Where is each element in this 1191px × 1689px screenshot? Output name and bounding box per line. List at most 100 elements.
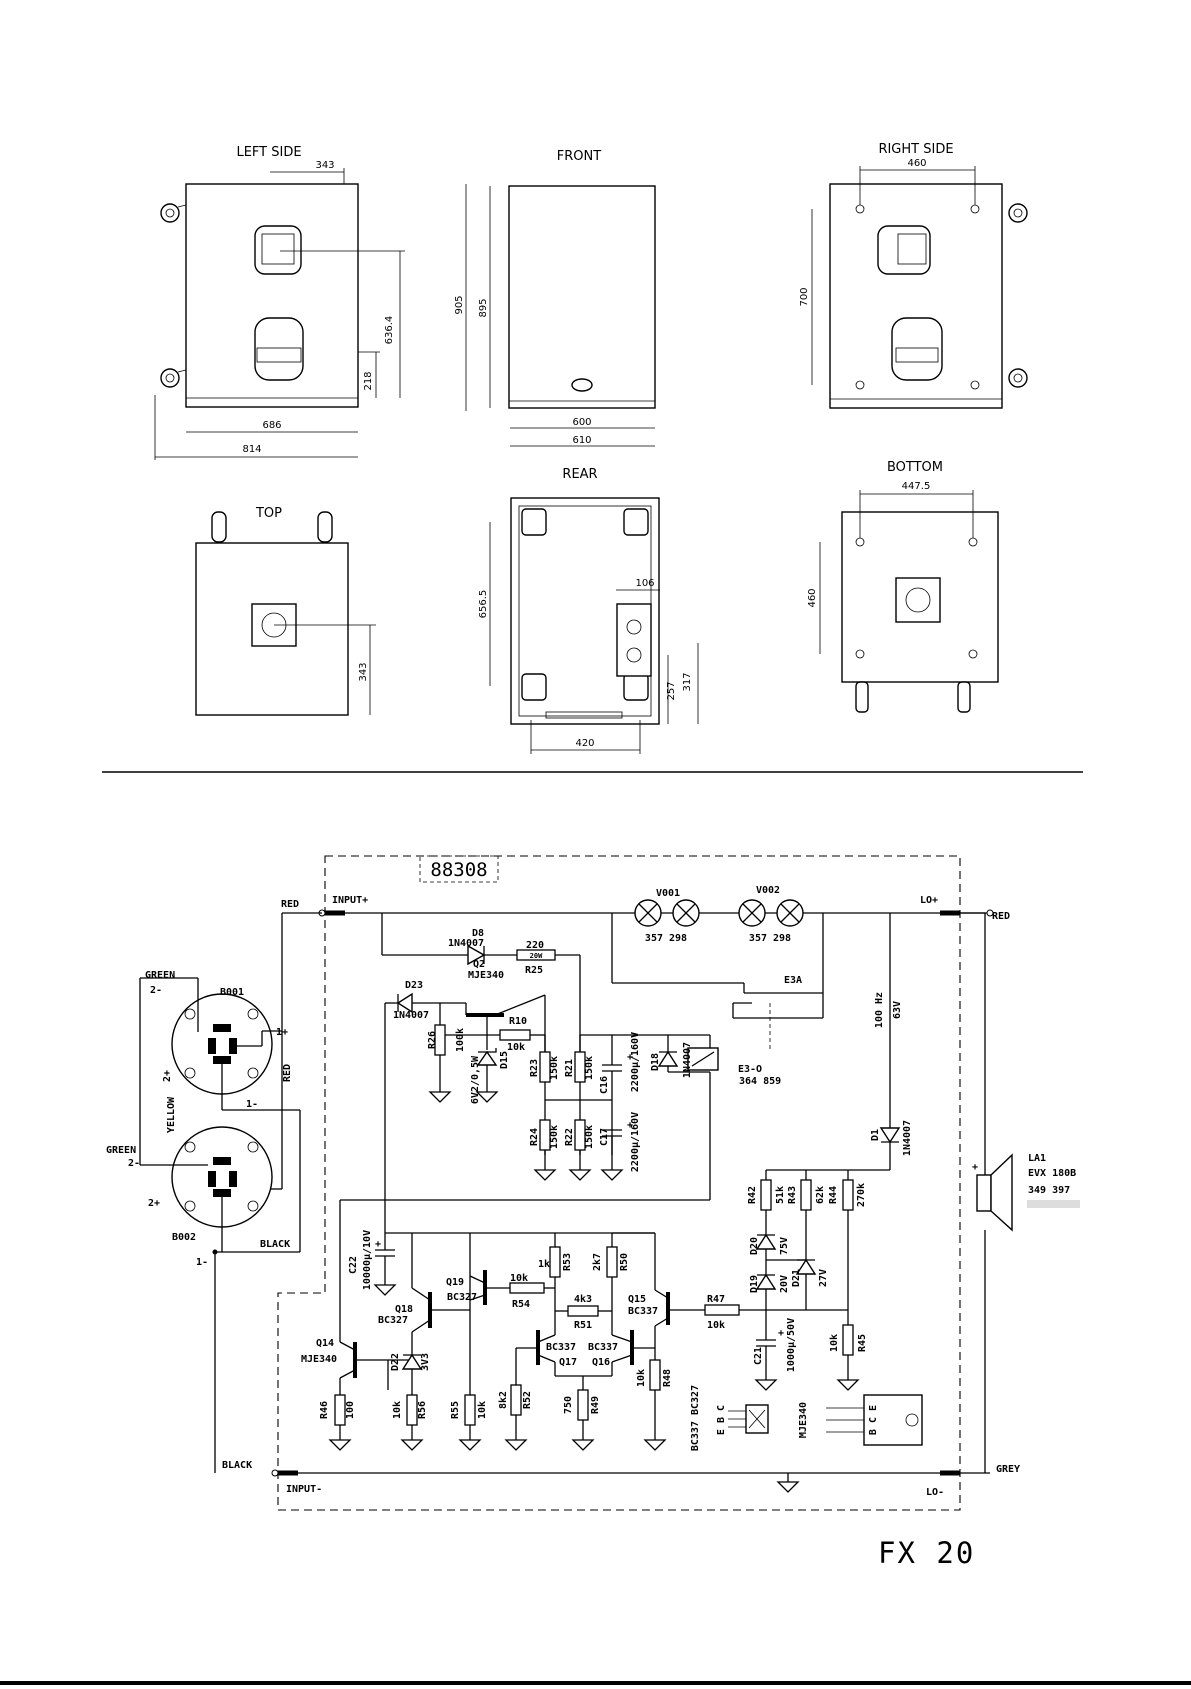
r48-value: 10k: [636, 1369, 647, 1387]
pinout-large-pins: B C E: [868, 1405, 879, 1435]
r51-value: 4k3: [574, 1294, 592, 1305]
d19-value: 20V: [779, 1275, 790, 1293]
r43-value: 62k: [815, 1186, 826, 1204]
q18-type: BC327: [378, 1315, 408, 1326]
r48-label: R48: [662, 1369, 673, 1387]
model-name: FX 20: [878, 1536, 976, 1570]
q2-label: Q2: [473, 959, 485, 970]
top-view: TOP 343: [195, 506, 376, 716]
d15-label: D15: [499, 1051, 510, 1069]
r21-value: 150k: [584, 1056, 595, 1080]
pin-2-plus-a: 2+: [162, 1070, 173, 1082]
r26-value: 100k: [455, 1028, 466, 1052]
r25-watt: 20W: [530, 952, 543, 960]
pinout-small-pins: E B C: [716, 1405, 727, 1435]
pin-1-plus: 1+: [276, 1027, 288, 1038]
q16-type: BC337: [588, 1342, 618, 1353]
wire-grey: GREY: [996, 1464, 1020, 1475]
q14-type: MJE340: [301, 1354, 337, 1365]
r45-label: R45: [857, 1334, 868, 1352]
r10-label: R10: [509, 1016, 527, 1027]
r43-label: R43: [787, 1186, 798, 1204]
front-view: FRONT 905 895 600 610: [454, 149, 656, 447]
rear-title: REAR: [562, 467, 597, 482]
r54-label: R54: [512, 1299, 530, 1310]
r25-value: 220: [526, 940, 544, 951]
dim-rear-317: 317: [682, 672, 693, 691]
r44-value: 270k: [856, 1183, 867, 1207]
c16-label: C16: [599, 1076, 610, 1094]
la1-parts: 349 397: [1028, 1185, 1070, 1196]
c17-label: C17: [599, 1128, 610, 1146]
r44-label: R44: [828, 1186, 839, 1204]
dim-top-343: 343: [358, 662, 369, 681]
left-side-view: LEFT SIDE 343 636.4 218 686 814: [154, 145, 405, 460]
dim-right-460: 460: [907, 158, 926, 169]
dim-left-343: 343: [315, 160, 334, 171]
la1-type: EVX 180B: [1028, 1168, 1076, 1179]
d22-value: 3V3: [420, 1353, 431, 1371]
q17-label: Q17: [559, 1357, 577, 1368]
wire-red-top: RED: [281, 899, 299, 910]
schematic: 88308 INPUT+ LO+ RED RED INPUT- LO- BLAC…: [106, 855, 1080, 1511]
connector-b001-label: B001: [220, 987, 244, 998]
dim-left-636: 636.4: [384, 316, 395, 345]
lamp-v002-parts: 357 298: [749, 933, 791, 944]
e3o-label: E3-O: [738, 1064, 762, 1075]
r52-label: R52: [522, 1391, 533, 1409]
c17-value: 2200μ/160V: [630, 1112, 641, 1172]
wire-green-left: GREEN: [106, 1145, 136, 1156]
wire-black-left: BLACK: [260, 1239, 290, 1250]
r47-value: 10k: [707, 1320, 725, 1331]
filter-voltage: 63V: [892, 1001, 903, 1019]
r50-label: R50: [619, 1253, 630, 1271]
r46-label: R46: [319, 1401, 330, 1419]
d20-label: D20: [749, 1237, 760, 1255]
d21-label: D21: [791, 1269, 802, 1287]
r56-label: R56: [417, 1401, 428, 1419]
d15-value: 6V2/0,5W: [470, 1055, 481, 1104]
dim-front-610: 610: [572, 435, 591, 446]
r49-label: R49: [590, 1396, 601, 1414]
dim-rear-257: 257: [666, 681, 677, 700]
lamps: V001 V002 357 298 357 298: [634, 885, 804, 944]
r55-value: 10k: [477, 1401, 488, 1419]
c22-label: C22: [348, 1256, 359, 1274]
bottom-border: [0, 1681, 1191, 1685]
r50-value: 2k7: [592, 1253, 603, 1271]
c22-value: 10000μ/10V: [362, 1230, 373, 1290]
pin-2-plus-b: 2+: [148, 1198, 160, 1209]
lamp-v002: V002: [756, 885, 780, 896]
pin-2-minus-b: 2-: [128, 1158, 140, 1169]
d8-label: D8: [472, 928, 484, 939]
dim-front-895: 895: [478, 298, 489, 317]
la1-label: LA1: [1028, 1153, 1046, 1164]
c21-value: 1000μ/50V: [786, 1318, 797, 1372]
q18-label: Q18: [395, 1304, 413, 1315]
pinout-small-types: BC337 BC327: [690, 1385, 701, 1451]
filter-label: 100 Hz: [874, 992, 885, 1028]
c16-value: 2200μ/160V: [630, 1032, 641, 1092]
dim-front-905: 905: [454, 295, 465, 314]
d23-label: D23: [405, 980, 423, 991]
lamp-v001: V001: [656, 888, 680, 899]
r52-value: 8k2: [498, 1391, 509, 1409]
pin-1-minus-b: 1-: [196, 1257, 208, 1268]
board-id-box: [419, 855, 499, 883]
pin-2-minus-a: 2-: [150, 985, 162, 996]
speaker-plus: +: [972, 1162, 978, 1173]
d23-type: 1N4007: [393, 1010, 429, 1021]
c22-plus: +: [375, 1239, 381, 1250]
connector-b001: B001: [171, 987, 282, 1095]
board-id: 88308: [430, 859, 487, 881]
q15-label: Q15: [628, 1294, 646, 1305]
r53-value: 1k: [538, 1259, 550, 1270]
r21-label: R21: [564, 1059, 575, 1077]
bottom-view: BOTTOM 447.5 460: [807, 460, 999, 713]
dim-rear-656: 656.5: [478, 590, 489, 619]
c16-plus: +: [627, 1052, 633, 1063]
right-side-view: RIGHT SIDE 460 700: [799, 142, 1028, 409]
r22-label: R22: [564, 1128, 575, 1146]
dim-bottom-447: 447.5: [902, 481, 931, 492]
